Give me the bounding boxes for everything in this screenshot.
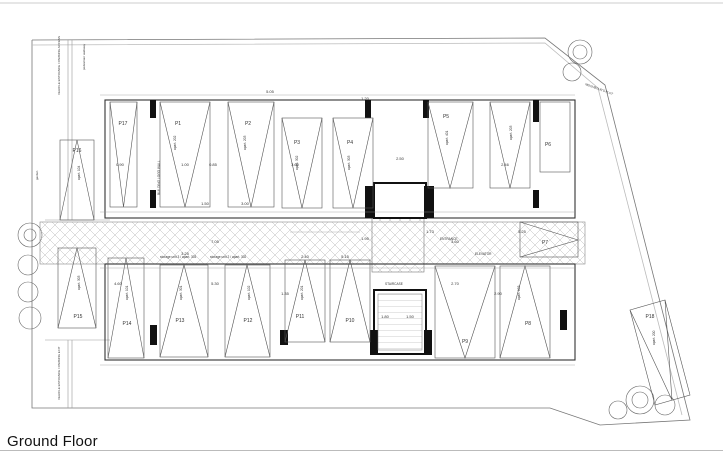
- tree-icon: [17, 281, 39, 303]
- parking-label: P4: [347, 140, 353, 146]
- dimension-label: 2.40: [301, 254, 310, 259]
- dimension-lines: [100, 94, 575, 366]
- parking-label: P13: [176, 318, 185, 324]
- tree-icons: [17, 39, 676, 420]
- parking-label: P14: [123, 321, 132, 327]
- dimension-label: 1.00: [181, 162, 190, 167]
- tree-icon: [562, 62, 582, 82]
- parking-label: P3: [294, 140, 300, 146]
- apartment-label: apart. 203: [509, 125, 513, 140]
- dimension-label: 5.25: [518, 229, 527, 234]
- parking-label: P10: [346, 318, 355, 324]
- dimension-label: 1.50: [406, 314, 415, 319]
- parking-label: P7: [542, 240, 548, 246]
- apartment-label: apart. 104: [77, 165, 81, 180]
- dimension-label: 1.35: [281, 291, 290, 296]
- parking-label: P8: [525, 321, 531, 327]
- outside-bays: [57, 139, 691, 406]
- tree-icon: [17, 222, 43, 248]
- tree-icon: [18, 306, 42, 330]
- parking-bays-bottom: [107, 257, 551, 359]
- apartment-label: apart. 303: [347, 155, 351, 170]
- tree-icon: [17, 254, 39, 276]
- room-label: storage unit 2 / apart. 302: [210, 255, 247, 259]
- parking-label: P2: [245, 121, 251, 127]
- parking-label: P12: [244, 318, 253, 324]
- apartment-label: apart. 302: [295, 155, 299, 170]
- apartment-label: apart. 303: [77, 275, 81, 290]
- dimension-label: 2.50: [396, 156, 405, 161]
- room-label: ENTRANCE: [440, 237, 458, 241]
- dimension-label: 2.46: [501, 162, 510, 167]
- apartment-label: apart. 103: [517, 285, 521, 300]
- staircase: [377, 293, 423, 351]
- street-label: VEHICLE ENTRANCE / PARKING EXIT: [57, 346, 61, 400]
- dimension-label: 0.90: [116, 162, 125, 167]
- parking-label: P15: [74, 314, 83, 320]
- parking-labels: P17 P1 P2 P3 P4 P5 P6 P7 P9 P8 P10 P11 P…: [73, 114, 655, 345]
- dimension-label: 0.85: [209, 162, 218, 167]
- road-lines: [45, 40, 110, 408]
- page-title: Ground Floor: [7, 433, 98, 450]
- parking-label: P18: [646, 314, 655, 320]
- dimension-label: 5.05: [266, 89, 275, 94]
- dimension-label: 2.70: [451, 281, 460, 286]
- dimension-label: 1.20: [361, 96, 370, 101]
- room-label: STAIRCASE: [385, 282, 403, 286]
- apartment-labels: apart. 202 apart. 203 apart. 302 apart. …: [77, 125, 656, 345]
- dimension-label: 5.15: [341, 254, 350, 259]
- dimension-label: 2.90: [494, 291, 503, 296]
- street-label: garden: [35, 170, 39, 180]
- dimension-label: 3.60: [291, 162, 300, 167]
- parking-label: P11: [296, 314, 305, 320]
- dimension-label: 7.05: [211, 239, 220, 244]
- dimension-label: 3.60: [451, 239, 460, 244]
- tree-icon: [567, 39, 593, 65]
- parking-label: P1: [175, 121, 181, 127]
- apartment-label: apart. 201: [300, 285, 304, 300]
- dimension-labels: 5.05 2.50 1.50 3.00 1.00 3.25 7.05 2.40 …: [114, 89, 527, 319]
- apartment-label: apart. 102: [247, 285, 251, 300]
- apartment-label: apart. 200: [652, 330, 656, 345]
- dimension-label: 3.25: [181, 251, 190, 256]
- building-outline: [104, 99, 576, 361]
- dimension-label: 1.73: [426, 229, 435, 234]
- street-label: VEHICLE ENTRANCE / PARKING ACCESS: [57, 36, 61, 95]
- plot-boundary: [31, 37, 691, 426]
- core: [373, 182, 427, 355]
- driveway: [39, 221, 586, 265]
- dimension-label: 5.30: [211, 281, 220, 286]
- apartment-label: apart. 401: [445, 130, 449, 145]
- apartment-label: apart. 203: [243, 135, 247, 150]
- tree-icon: [608, 400, 628, 420]
- apartment-label: apart. 301: [179, 285, 183, 300]
- dimension-label: 1.80: [381, 314, 390, 319]
- apartment-label: apart. 202: [173, 135, 177, 150]
- parking-bays-top: [109, 101, 571, 209]
- core-hatch: [371, 217, 425, 273]
- parking-label: P9: [462, 339, 468, 345]
- apartment-label: apart. 101: [125, 285, 129, 300]
- divider: [0, 450, 723, 451]
- room-label: ELEVATOR: [475, 252, 492, 256]
- tree-icon: [625, 385, 655, 415]
- parking-label: P16: [73, 148, 82, 154]
- dimension-label: 4.60: [114, 281, 123, 286]
- parking-label: P17: [119, 121, 128, 127]
- parking-label: P6: [545, 142, 551, 148]
- street-label: pedestrian walkway: [82, 43, 86, 70]
- dimension-label: 1.95: [361, 236, 370, 241]
- dimension-label: 3.00: [241, 201, 250, 206]
- room-label: BUILDING LOGO WALL: [157, 160, 161, 195]
- room-labels: storage unit 3 / apart. 303 storage unit…: [157, 160, 492, 286]
- dimension-label: 1.50: [201, 201, 210, 206]
- room-label: storage unit 3 / apart. 303: [160, 255, 197, 259]
- parking-label: P5: [443, 114, 449, 120]
